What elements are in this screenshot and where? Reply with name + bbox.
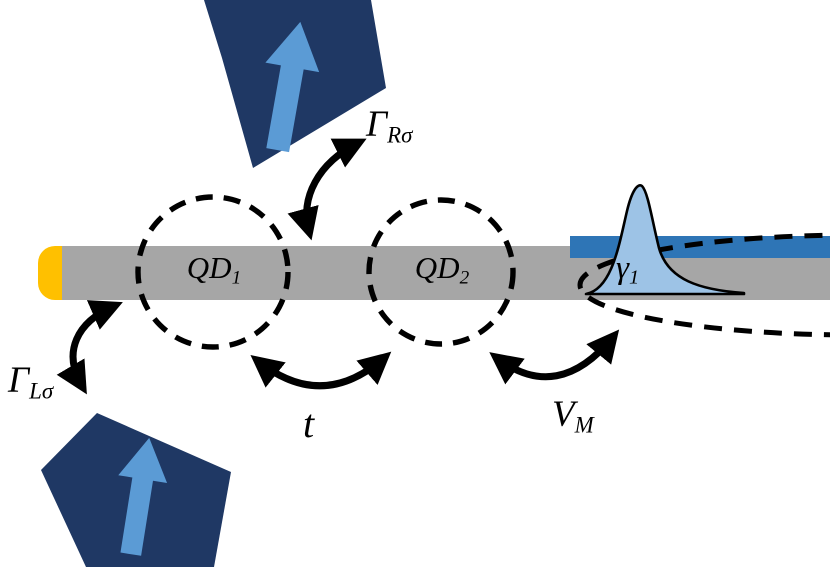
qd2-label-sub: 2 [459, 267, 470, 289]
qd2-label-main: QD [414, 250, 460, 285]
qd2-circle [366, 197, 516, 347]
gamma-L-label-main: Γ [8, 360, 30, 401]
gamma-R-label-main: Γ [366, 104, 388, 145]
V-M-label: VM [552, 394, 594, 436]
V-M-label-main: V [552, 394, 575, 435]
qd2-label: QD2 [398, 250, 486, 287]
t-label: t [303, 404, 314, 444]
bottom-spin-arrow-icon [118, 437, 168, 556]
gamma-R-label-sub: Rσ [387, 122, 413, 148]
gamma-L-coupling-arrow [56, 300, 123, 395]
t-hopping-arrow [250, 351, 392, 390]
superconductor-bar [570, 236, 830, 258]
qd1-label-main: QD [186, 250, 232, 285]
V-M-label-sub: M [574, 412, 594, 438]
majorana-region-dashed-ellipse [577, 232, 830, 338]
gamma-1-label-main: γ [616, 250, 630, 286]
V-M-coupling-arrow [489, 329, 620, 385]
gamma-R-label: ΓRσ [366, 104, 412, 146]
gamma-1-label: γ1 [616, 250, 639, 288]
top-spin-arrow-icon [265, 21, 320, 153]
qd1-label: QD1 [170, 250, 258, 287]
gamma-L-label: ΓLσ [8, 360, 53, 402]
majorana-wavefunction-peak [584, 184, 746, 296]
qd1-circle [135, 194, 291, 350]
qd1-label-sub: 1 [231, 267, 242, 289]
gamma-R-coupling-arrow [287, 138, 367, 241]
gamma-1-label-sub: 1 [629, 266, 640, 289]
t-label-main: t [303, 401, 315, 446]
gamma-L-label-sub: Lσ [29, 378, 54, 404]
